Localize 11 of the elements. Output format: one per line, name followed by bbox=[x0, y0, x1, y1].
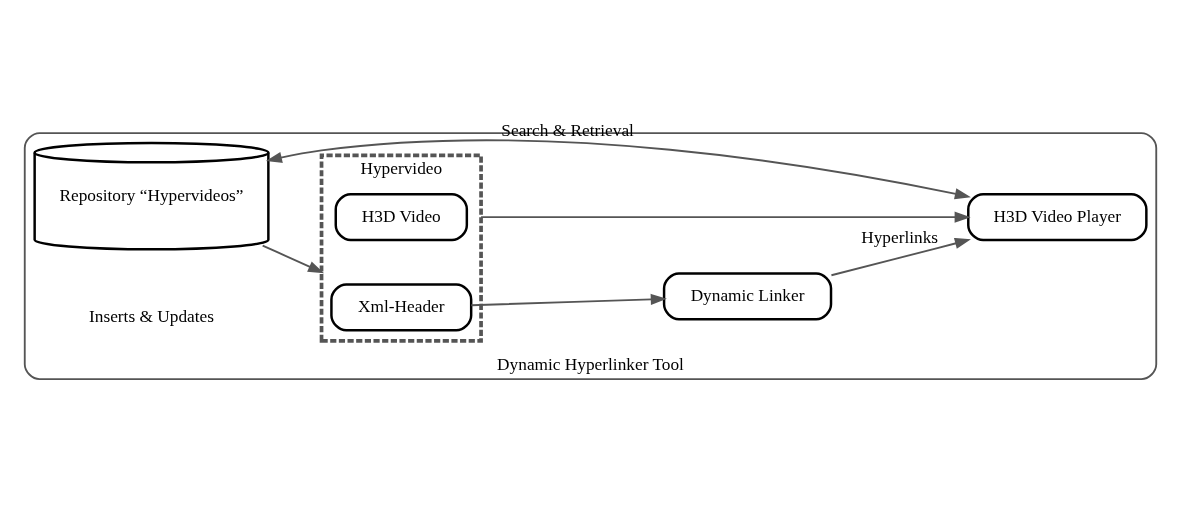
arrow bbox=[480, 211, 971, 223]
node-box: H3D Video bbox=[334, 192, 469, 241]
arrow bbox=[470, 293, 667, 306]
node-box: H3D Video Player bbox=[967, 192, 1148, 241]
label: Inserts & Updates bbox=[89, 306, 214, 326]
arrow bbox=[261, 244, 325, 273]
node-box: Xml-Header bbox=[330, 282, 473, 332]
edge-label: Hyperlinks bbox=[861, 227, 939, 247]
arrow bbox=[830, 237, 971, 276]
arrow bbox=[265, 138, 971, 199]
node-box: Dynamic Linker bbox=[662, 271, 833, 320]
